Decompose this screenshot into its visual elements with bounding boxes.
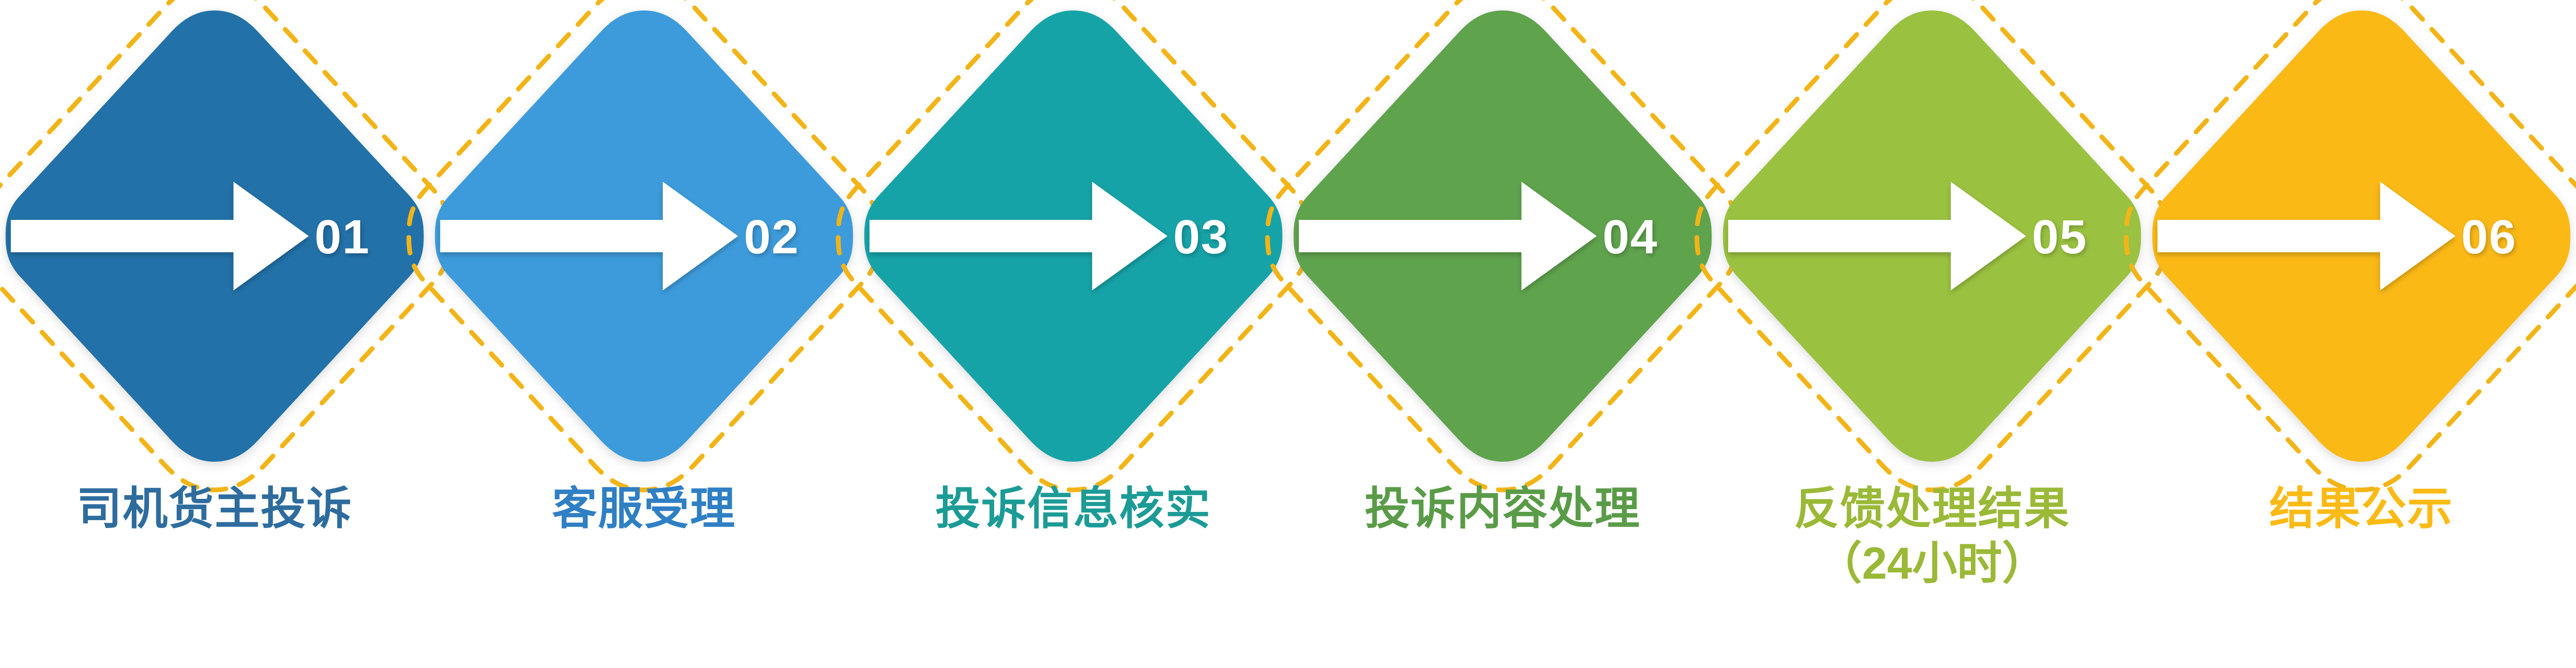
step-label-4: 投诉内容处理 bbox=[1288, 482, 1718, 536]
step-labels-row: 司机货主投诉 客服受理 投诉信息核实 投诉内容处理 反馈处理结果 （24小时） … bbox=[0, 482, 2576, 659]
step-number: 06 bbox=[2461, 210, 2516, 264]
step-label-3: 投诉信息核实 bbox=[859, 482, 1288, 536]
step-number: 01 bbox=[315, 210, 370, 264]
step-label-text: 结果公示 bbox=[2269, 484, 2454, 534]
flow-step-4[interactable]: 04 bbox=[1267, 0, 1738, 490]
flow-step-2[interactable]: 02 bbox=[409, 0, 879, 490]
step-label-text: 反馈处理结果 bbox=[1794, 484, 2070, 534]
flow-step-1[interactable]: 01 bbox=[0, 0, 450, 490]
step-label-text: 客服受理 bbox=[552, 484, 736, 534]
step-label-text: 投诉信息核实 bbox=[935, 484, 1211, 534]
step-label-subtext: （24小时） bbox=[1817, 538, 2047, 589]
flow-step-3[interactable]: 03 bbox=[838, 0, 1309, 490]
step-number: 03 bbox=[1173, 210, 1229, 264]
step-label-2: 客服受理 bbox=[430, 482, 859, 536]
step-label-5: 反馈处理结果 （24小时） bbox=[1717, 482, 2147, 591]
step-label-1: 司机货主投诉 bbox=[0, 482, 430, 536]
flow-step-5[interactable]: 05 bbox=[1697, 0, 2167, 490]
flow-step-6[interactable]: 06 bbox=[2126, 0, 2576, 490]
step-number: 05 bbox=[2032, 210, 2087, 264]
step-number: 04 bbox=[1602, 210, 1658, 264]
step-label-text: 司机货主投诉 bbox=[76, 484, 353, 534]
step-label-6: 结果公示 bbox=[2147, 482, 2576, 536]
step-label-text: 投诉内容处理 bbox=[1365, 484, 1641, 534]
step-number: 02 bbox=[744, 210, 799, 264]
